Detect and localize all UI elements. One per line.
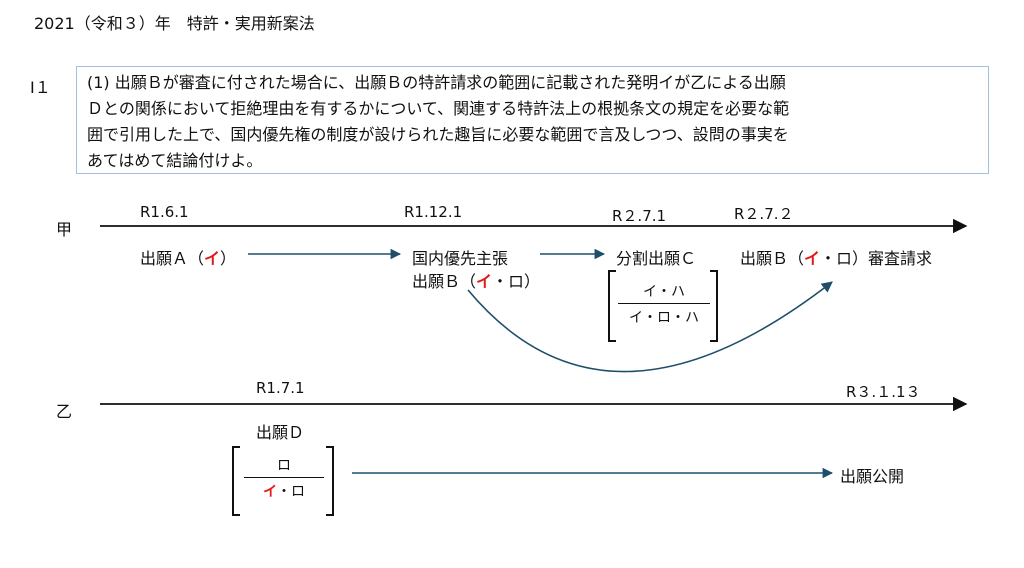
date-label: R２.7.２ bbox=[734, 205, 794, 223]
question-number: Ⅰ１ bbox=[30, 78, 51, 97]
date-label: R３.１.1３ bbox=[846, 383, 921, 401]
application-d-claims-fraction: ロ イ・ロ bbox=[244, 455, 324, 501]
party-otsu: 乙 bbox=[56, 402, 73, 421]
application-d: 出願Ｄ bbox=[256, 423, 305, 442]
question-line: 囲で引用した上で、国内優先権の制度が設けられた趣旨に必要な範囲で言及しつつ、設問… bbox=[87, 125, 789, 144]
right-bracket bbox=[710, 270, 718, 342]
invention-i-mark: イ bbox=[263, 484, 277, 500]
date-label: R1.12.1 bbox=[404, 203, 463, 221]
fraction-denominator: イ・ロ bbox=[263, 484, 305, 500]
page-title: 2021（令和３）年 特許・実用新案法 bbox=[34, 14, 315, 33]
date-label: R1.6.1 bbox=[140, 203, 189, 221]
invention-i-mark: イ bbox=[476, 272, 493, 291]
question-line: (1) 出願Ｂが審査に付された場合に、出願Ｂの特許請求の範囲に記載された発明イが… bbox=[87, 73, 786, 92]
priority-claim-label: 国内優先主張 bbox=[412, 249, 509, 268]
fraction-numerator: ロ bbox=[277, 458, 291, 474]
publication-label: 出願公開 bbox=[840, 467, 905, 486]
application-a: 出願Ａ（イ） bbox=[140, 249, 237, 268]
question-line: あてはめて結論付けよ。 bbox=[87, 151, 263, 170]
fraction-denominator: イ・ロ・ハ bbox=[629, 310, 699, 326]
application-b-exam-request: 出願Ｂ（イ・ロ）審査請求 bbox=[740, 249, 933, 268]
divisional-claims-fraction: イ・ハ イ・ロ・ハ bbox=[618, 281, 710, 327]
question-box: (1) 出願Ｂが審査に付された場合に、出願Ｂの特許請求の範囲に記載された発明イが… bbox=[76, 66, 989, 174]
date-label: R1.7.1 bbox=[256, 379, 305, 397]
right-bracket bbox=[326, 446, 334, 516]
invention-i-mark: イ bbox=[204, 249, 221, 268]
left-bracket bbox=[608, 270, 616, 342]
date-label: R２.7.1 bbox=[612, 207, 667, 225]
application-b: 出願Ｂ（イ・ロ） bbox=[412, 272, 541, 291]
question-line: Ｄとの関係において拒絶理由を有するかについて、関連する特許法上の根拠条文の規定を… bbox=[87, 99, 790, 118]
invention-i-mark: イ bbox=[804, 249, 821, 268]
divisional-application-c: 分割出願Ｃ bbox=[616, 249, 697, 268]
arrow-b-to-exam bbox=[467, 281, 833, 373]
fraction-numerator: イ・ハ bbox=[643, 284, 685, 300]
left-bracket bbox=[232, 446, 240, 516]
party-kou: 甲 bbox=[56, 220, 73, 239]
